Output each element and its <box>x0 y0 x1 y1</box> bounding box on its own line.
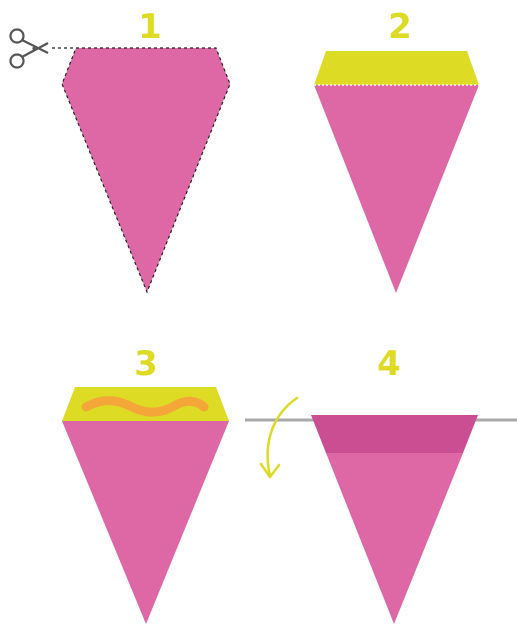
step-3-group <box>62 387 229 624</box>
pennant-cutout-shape <box>62 48 230 292</box>
step-1-number: 1 <box>138 7 162 47</box>
curved-arrow-icon <box>261 398 297 477</box>
folded-flap <box>311 415 478 453</box>
step-3-number: 3 <box>134 344 158 384</box>
step-2-group <box>314 51 479 293</box>
scissors-icon <box>11 30 49 68</box>
fold-flap <box>314 51 479 85</box>
pennant-body <box>326 453 463 624</box>
pennant-body <box>314 85 479 293</box>
step-4-number: 4 <box>377 344 401 384</box>
pennant-body <box>62 421 229 624</box>
step-4-group <box>245 398 517 624</box>
step-1-group <box>11 30 231 293</box>
step-2-number: 2 <box>388 7 412 47</box>
